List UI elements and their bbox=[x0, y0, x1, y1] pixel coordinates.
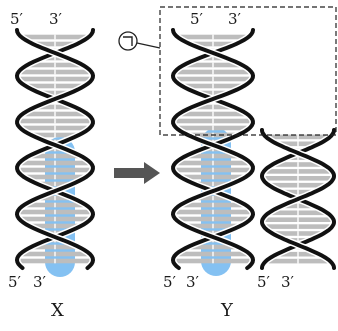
y-left-strand-b bbox=[170, 28, 256, 270]
y-left-strand-a bbox=[170, 28, 256, 270]
region-box bbox=[159, 6, 337, 136]
y-bottom-5-label: 5′ bbox=[163, 273, 177, 291]
x-top-3-label: 3′ bbox=[49, 10, 63, 28]
y-caption: Y bbox=[220, 300, 234, 321]
x-caption: X bbox=[51, 300, 64, 321]
y-top-5-label: 5′ bbox=[190, 10, 204, 28]
y-bottom-3-label: 3′ bbox=[186, 273, 200, 291]
x-strand-a bbox=[14, 28, 96, 270]
x-bottom-5-label: 5′ bbox=[8, 273, 22, 291]
region-marker-leader bbox=[136, 42, 161, 49]
helix-y-right bbox=[258, 128, 338, 270]
x-strand-b bbox=[14, 28, 96, 270]
helix-x bbox=[13, 28, 97, 271]
region-marker-circle bbox=[118, 31, 138, 51]
y-right-strand-b bbox=[259, 128, 337, 270]
region-marker-glyph bbox=[123, 36, 133, 46]
x-top-5-label: 5′ bbox=[10, 10, 24, 28]
y-bottom-5b-label: 5′ bbox=[257, 273, 271, 291]
y-bottom-3b-label: 3′ bbox=[281, 273, 295, 291]
helix-y-left bbox=[169, 28, 257, 271]
transition-arrow bbox=[114, 162, 160, 184]
x-bottom-3-label: 3′ bbox=[33, 273, 47, 291]
y-top-3-label: 3′ bbox=[228, 10, 242, 28]
